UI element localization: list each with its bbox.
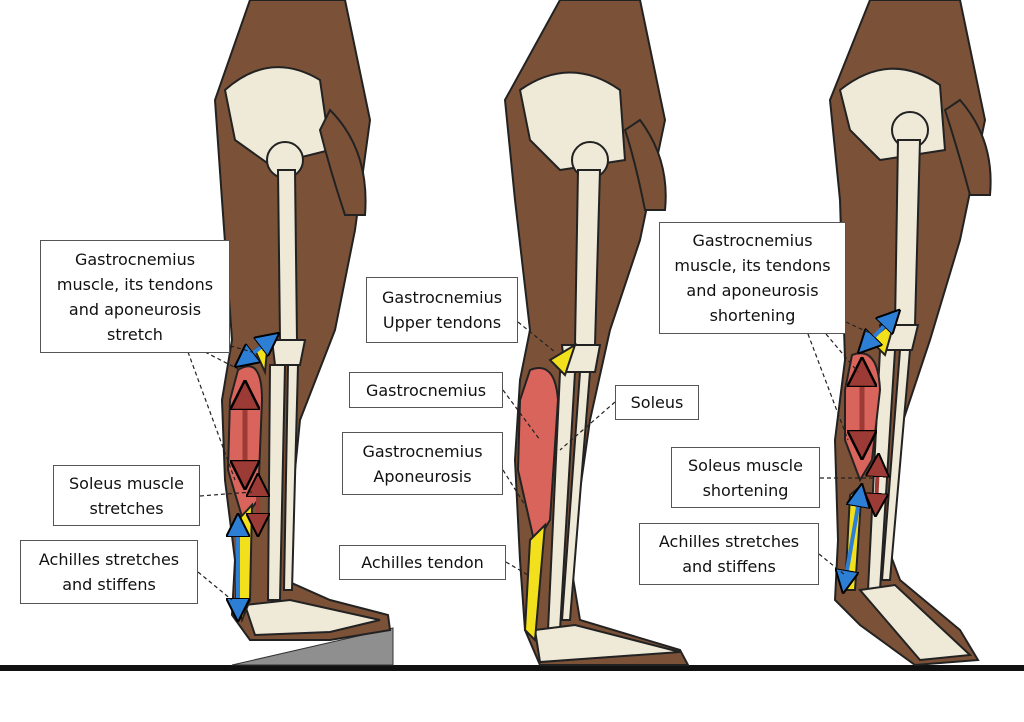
label-line: Aponeurosis: [373, 466, 472, 486]
label-right-gastrocnemius-shortening: Gastrocnemius muscle, its tendons and ap…: [659, 222, 846, 334]
label-line: Gastrocnemius: [365, 380, 487, 400]
label-line: shortening: [702, 480, 789, 500]
leg-tiptoe: [828, 0, 992, 667]
label-line: Soleus: [630, 393, 684, 412]
leg-stretch: [213, 0, 392, 641]
leg-neutral: [503, 0, 690, 666]
label-line: muscle, its tendons: [56, 274, 214, 294]
label-line: and stiffens: [682, 557, 776, 576]
label-line: and aponeurosis: [686, 281, 819, 300]
label-line: muscle, its tendons: [674, 256, 831, 275]
label-mid-achilles-tendon: Achilles tendon: [339, 545, 506, 580]
label-right-soleus-shortening: Soleus muscle shortening: [671, 447, 820, 508]
label-line: shortening: [709, 306, 796, 325]
label-line: Achilles tendon: [361, 553, 484, 572]
label-line: Upper tendons: [382, 313, 502, 332]
label-line: Achilles stretches: [38, 550, 180, 569]
incline-wedge: [231, 627, 394, 666]
label-mid-gastrocnemius: Gastrocnemius: [349, 372, 503, 408]
label-line: Soleus muscle: [69, 473, 184, 493]
label-right-achilles: Achilles stretches and stiffens: [639, 523, 819, 585]
label-line: Gastrocnemius: [692, 231, 813, 250]
label-line: Gastrocnemius: [74, 249, 196, 269]
label-left-achilles: Achilles stretches and stiffens: [20, 540, 198, 604]
label-mid-upper-tendons: Gastrocnemius Upper tendons: [366, 277, 518, 343]
label-line: stretches: [89, 498, 164, 518]
label-left-gastrocnemius-stretch: Gastrocnemius muscle, its tendons and ap…: [40, 240, 230, 353]
label-line: Achilles stretches: [658, 532, 800, 551]
floor-line: [0, 665, 1024, 671]
label-line: Gastrocnemius: [381, 288, 503, 307]
label-line: Gastrocnemius: [362, 441, 483, 461]
label-line: and stiffens: [62, 575, 156, 594]
label-line: and aponeurosis: [68, 299, 202, 319]
label-mid-soleus: Soleus: [615, 385, 699, 420]
label-line: stretch: [107, 324, 163, 344]
label-left-soleus-stretches: Soleus muscle stretches: [53, 465, 200, 526]
label-mid-aponeurosis: Gastrocnemius Aponeurosis: [342, 432, 503, 495]
label-line: Soleus muscle: [688, 455, 803, 475]
leader-lines: [187, 321, 875, 601]
